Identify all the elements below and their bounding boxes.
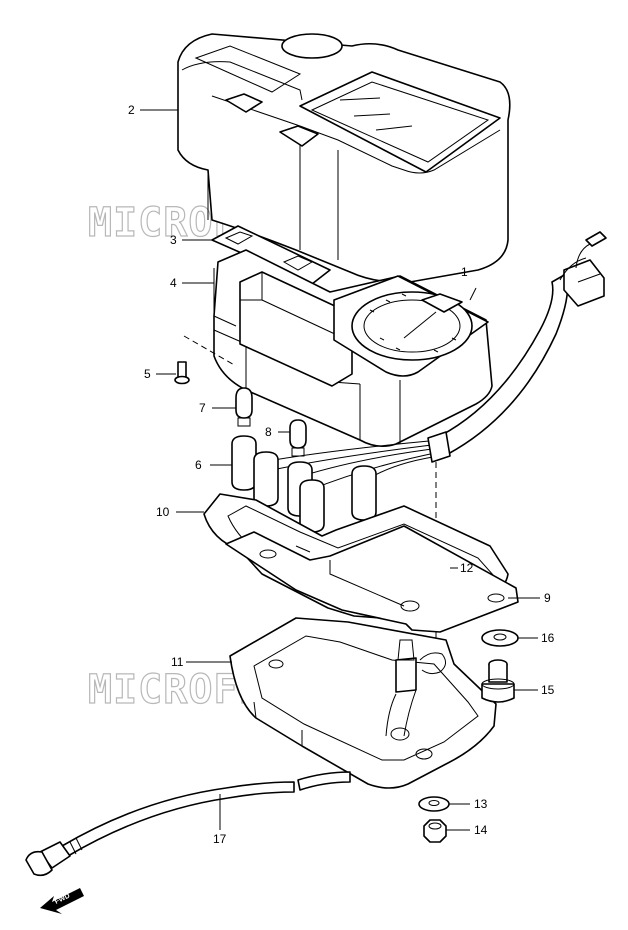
callout-7: 7 bbox=[199, 401, 206, 415]
fwd-direction-arrow: FWD bbox=[40, 888, 84, 914]
callout-6: 6 bbox=[195, 458, 202, 472]
part-5-screw bbox=[174, 335, 237, 385]
callout-13: 13 bbox=[474, 797, 488, 811]
part-2-upper-cover bbox=[177, 33, 511, 284]
callout-9: 9 bbox=[544, 591, 551, 605]
callout-10: 10 bbox=[156, 505, 170, 519]
callout-4: 4 bbox=[170, 276, 177, 290]
part-15-collar bbox=[481, 659, 515, 703]
part-8-bulb bbox=[289, 419, 307, 457]
callout-11: 11 bbox=[171, 655, 184, 669]
callout-15: 15 bbox=[541, 683, 555, 697]
part-7-bulb bbox=[235, 387, 253, 427]
part-11-lower-case bbox=[229, 617, 497, 789]
callout-1: 1 bbox=[461, 265, 468, 279]
leader-lines bbox=[140, 109, 540, 831]
part-9-bottom-plate bbox=[225, 525, 519, 633]
part-14-nut bbox=[423, 819, 447, 843]
callout-2: 2 bbox=[128, 103, 135, 117]
part-6-sockets bbox=[231, 435, 441, 533]
part-4-bracket bbox=[213, 268, 237, 327]
callout-14: 14 bbox=[474, 823, 488, 837]
callout-8: 8 bbox=[265, 425, 272, 439]
part-16-washer bbox=[481, 629, 519, 647]
callout-12: 12 bbox=[460, 561, 474, 575]
callout-labels: 1 2 3 4 5 6 7 8 9 10 11 12 13 14 15 16 1… bbox=[128, 103, 555, 846]
callout-3: 3 bbox=[170, 233, 177, 247]
wire-harness bbox=[427, 231, 607, 463]
callout-17: 17 bbox=[213, 832, 227, 846]
callout-5: 5 bbox=[144, 367, 151, 381]
part-1-meter-housing bbox=[213, 249, 493, 448]
part-13-washer bbox=[418, 796, 450, 812]
callout-16: 16 bbox=[541, 631, 555, 645]
part-17-cable bbox=[25, 771, 351, 877]
